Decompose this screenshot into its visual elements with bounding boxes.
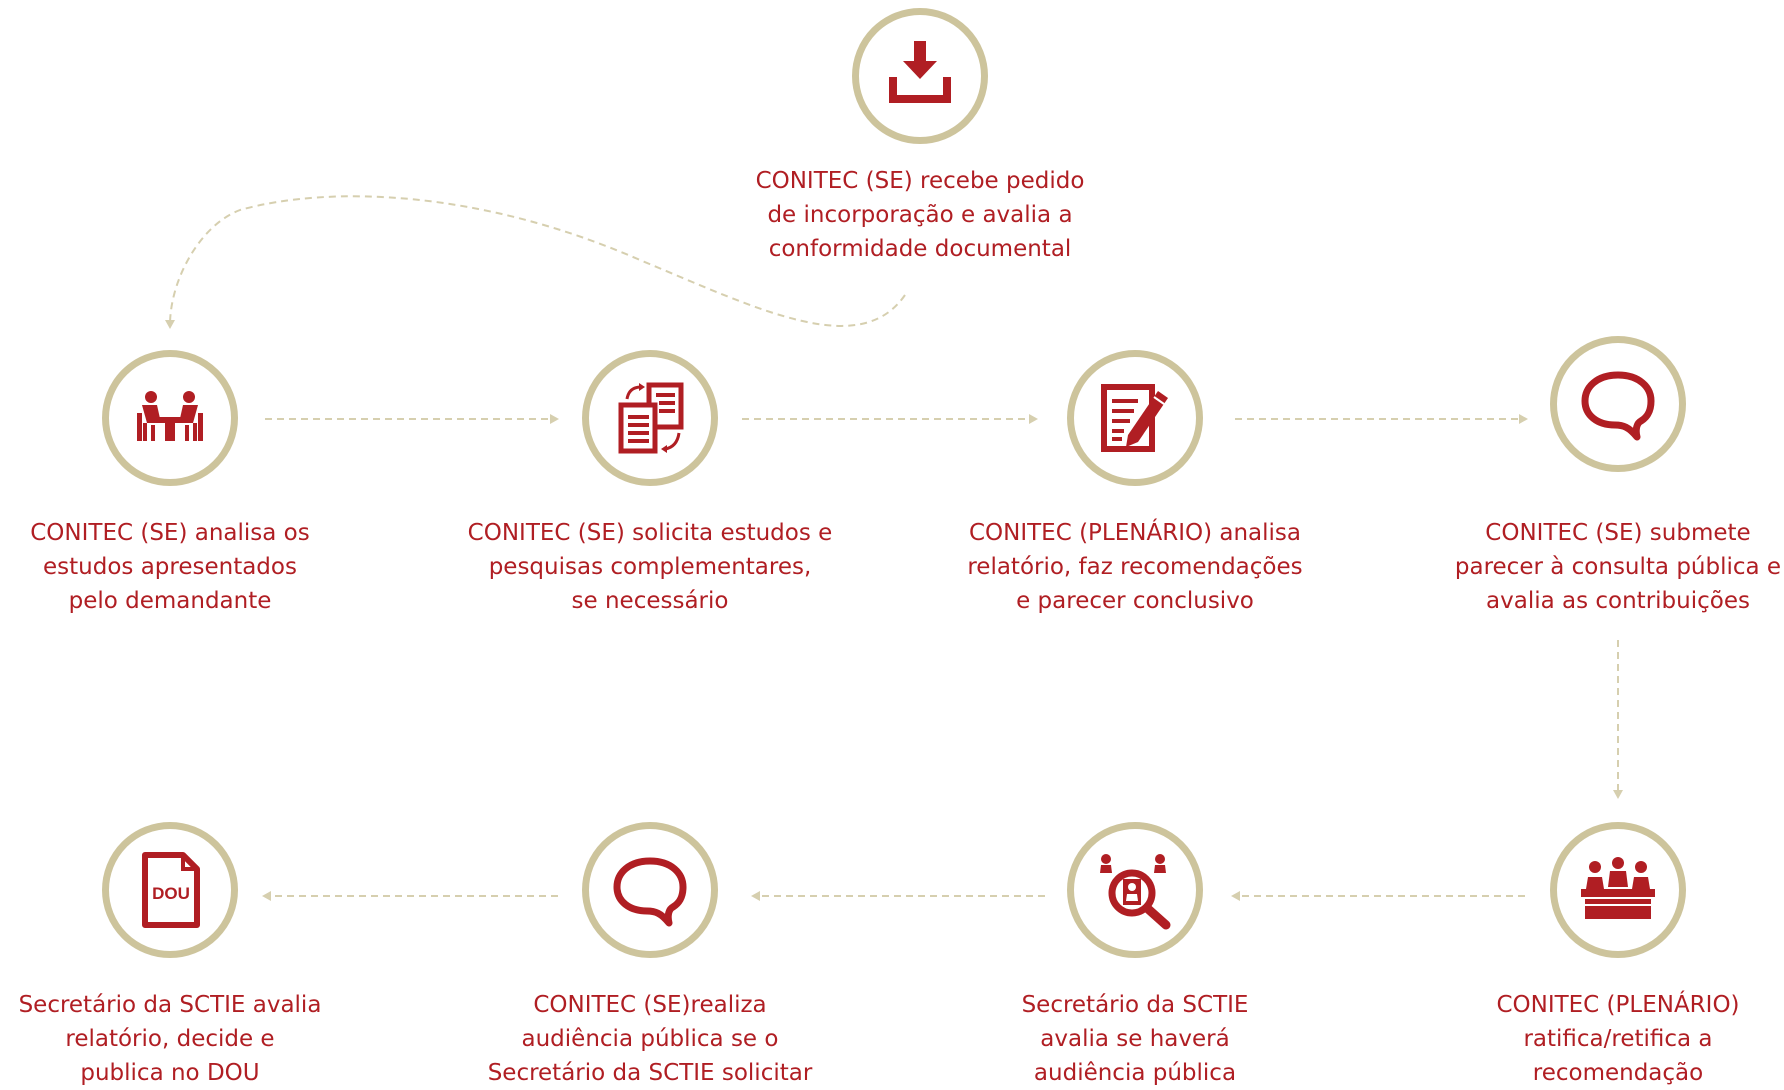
step-ring: DOU [102,822,238,958]
download-tray-icon [889,41,951,103]
documents-exchange-icon [618,382,684,454]
step-ring [582,822,718,958]
step-ring [1550,822,1686,958]
step-ring [1550,336,1686,472]
step-hearing: CONITEC (SE)realiza audiência pública se… [480,822,820,1090]
meeting-table-icon [137,391,203,441]
speech-bubble-icon [613,857,687,927]
step-publish: DOU Secretário da SCTIE avalia relatório… [10,822,330,1090]
step-label: CONITEC (PLENÁRIO) ratifica/retifica a r… [1496,992,1740,1086]
curve-connector [165,195,906,329]
speech-bubble-icon [1581,371,1655,441]
step-label: Secretário da SCTIE avalia se haverá aud… [1021,992,1249,1086]
document-edit-icon [1101,384,1168,452]
step-consult: CONITEC (SE) submete parecer à consulta … [1440,336,1784,618]
step-label: CONITEC (SE)realiza audiência pública se… [487,992,813,1086]
people-search-icon [1100,854,1171,930]
assembly-panel-icon [1581,857,1655,919]
step-request: CONITEC (SE) solicita estudos e pesquisa… [460,350,840,618]
dou-document-icon: DOU [142,852,200,928]
step-label: CONITEC (SE) recebe pedido de incorporaç… [755,168,1085,262]
step-analyze: CONITEC (SE) analisa os estudos apresent… [10,350,330,618]
step-ring [1067,822,1203,958]
step-ratify: CONITEC (PLENÁRIO) ratifica/retifica a r… [1450,822,1784,1090]
step-evaluate: Secretário da SCTIE avalia se haverá aud… [985,822,1285,1090]
step-plenary: CONITEC (PLENÁRIO) analisa relatório, fa… [945,350,1325,618]
step-ring [1067,350,1203,486]
step-ring [102,350,238,486]
step-label: Secretário da SCTIE avalia relatório, de… [18,992,322,1086]
step-receive: CONITEC (SE) recebe pedido de incorporaç… [570,8,1270,266]
step-label: CONITEC (SE) solicita estudos e pesquisa… [467,520,833,614]
dou-text: DOU [152,884,190,903]
step-ring [582,350,718,486]
step-label: CONITEC (SE) analisa os estudos apresent… [30,520,310,614]
step-label: CONITEC (PLENÁRIO) analisa relatório, fa… [967,520,1303,614]
step-label: CONITEC (SE) submete parecer à consulta … [1454,520,1782,614]
step-ring [852,8,988,144]
